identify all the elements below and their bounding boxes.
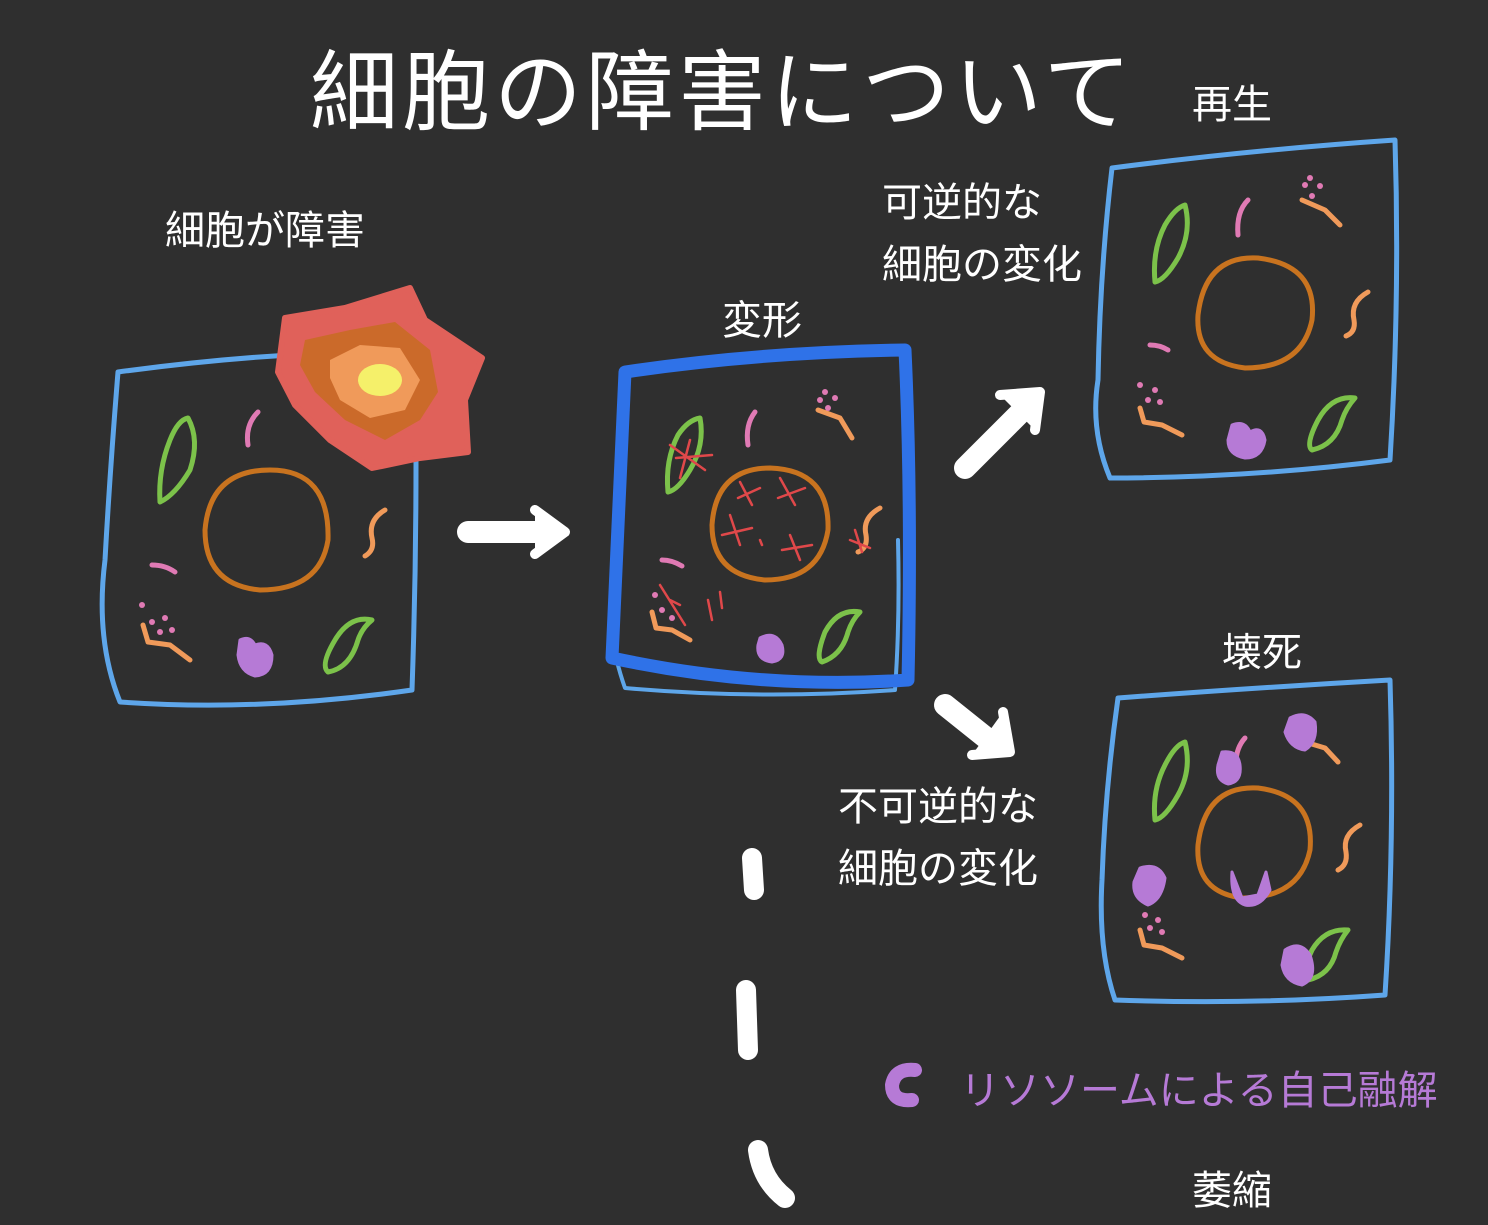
organelle-green-1 bbox=[157, 415, 197, 505]
organelle-orange-3 bbox=[815, 407, 855, 441]
organelle-orange-1 bbox=[855, 505, 883, 555]
arrow-right-icon bbox=[457, 505, 570, 559]
lysosome-legend-icon bbox=[885, 1062, 922, 1108]
label-cell-damage: 細胞が障害 bbox=[165, 208, 365, 254]
organelle-pink-2 bbox=[1147, 342, 1171, 353]
label-irreversible-change: 不可逆的な 細胞の変化 bbox=[838, 776, 1038, 900]
cell-damaged bbox=[99, 285, 485, 708]
organelle-orange-2 bbox=[1137, 927, 1185, 961]
organelle-orange-3 bbox=[1299, 197, 1343, 228]
dashed-arrow-path bbox=[736, 848, 795, 1208]
organelle-green-2 bbox=[816, 608, 863, 665]
label-reversible-line1: 可逆的な bbox=[882, 180, 1042, 226]
cell-membrane bbox=[1093, 137, 1400, 481]
organelle-orange-2 bbox=[649, 609, 693, 643]
label-atrophy: 萎縮 bbox=[1192, 1168, 1272, 1214]
cell-deformed bbox=[605, 343, 916, 697]
damage-burst-icon bbox=[275, 285, 485, 471]
organelle-orange-1 bbox=[1335, 822, 1363, 873]
arrow-down-right-icon bbox=[934, 694, 1015, 760]
cell-necrotic bbox=[1098, 677, 1395, 1005]
organelle-dots bbox=[1142, 912, 1165, 935]
lysosome bbox=[1216, 750, 1242, 786]
organelle-pink-2 bbox=[149, 562, 178, 575]
cell-regenerated bbox=[1093, 137, 1400, 481]
organelle-pink-1 bbox=[744, 409, 758, 448]
page-title: 細胞の障害について bbox=[310, 41, 1136, 144]
lysosome bbox=[1226, 422, 1267, 460]
organelle-dots bbox=[139, 602, 175, 635]
organelle-orange-2 bbox=[140, 622, 193, 663]
cell-membrane bbox=[1098, 677, 1395, 1005]
arrow-up-right-icon bbox=[954, 387, 1045, 479]
lysosome bbox=[1230, 870, 1272, 907]
organelle-green-2 bbox=[322, 616, 375, 675]
lysosome bbox=[756, 633, 785, 664]
organelle-orange-1 bbox=[1343, 289, 1371, 339]
label-necrosis: 壊死 bbox=[1222, 630, 1302, 676]
label-irreversible-line1: 不可逆的な bbox=[838, 784, 1038, 830]
label-irreversible-line2: 細胞の変化 bbox=[838, 846, 1038, 892]
organelle-green-1 bbox=[1152, 202, 1190, 285]
label-reversible-line2: 細胞の変化 bbox=[882, 242, 1082, 288]
label-regeneration: 再生 bbox=[1192, 82, 1272, 128]
damage-marks bbox=[658, 438, 872, 627]
organelle-green-2 bbox=[1307, 395, 1358, 453]
organelle-green-1 bbox=[1152, 739, 1190, 823]
lysosome bbox=[1283, 713, 1317, 752]
lysosome bbox=[1132, 864, 1167, 907]
organelle-orange-2 bbox=[1137, 405, 1185, 438]
cell-membrane-bold bbox=[605, 343, 916, 689]
organelle-pink-2 bbox=[659, 557, 685, 569]
organelle-orange-1 bbox=[362, 507, 388, 559]
nucleus bbox=[202, 467, 331, 593]
organelle-pink-1 bbox=[245, 409, 261, 448]
lysosome bbox=[1280, 944, 1315, 987]
nucleus bbox=[1195, 785, 1313, 901]
label-lysosome-autolysis: リソソームによる自己融解 bbox=[960, 1068, 1438, 1114]
nucleus bbox=[709, 465, 831, 583]
lysosome bbox=[236, 636, 274, 678]
label-reversible-change: 可逆的な 細胞の変化 bbox=[882, 172, 1082, 296]
organelle-dots bbox=[1137, 175, 1323, 405]
organelle-pink-1 bbox=[1235, 197, 1251, 238]
label-deformation: 変形 bbox=[722, 298, 802, 344]
nucleus bbox=[1195, 255, 1316, 371]
organelle-dots bbox=[652, 389, 838, 621]
lysosome-group bbox=[1132, 713, 1317, 987]
